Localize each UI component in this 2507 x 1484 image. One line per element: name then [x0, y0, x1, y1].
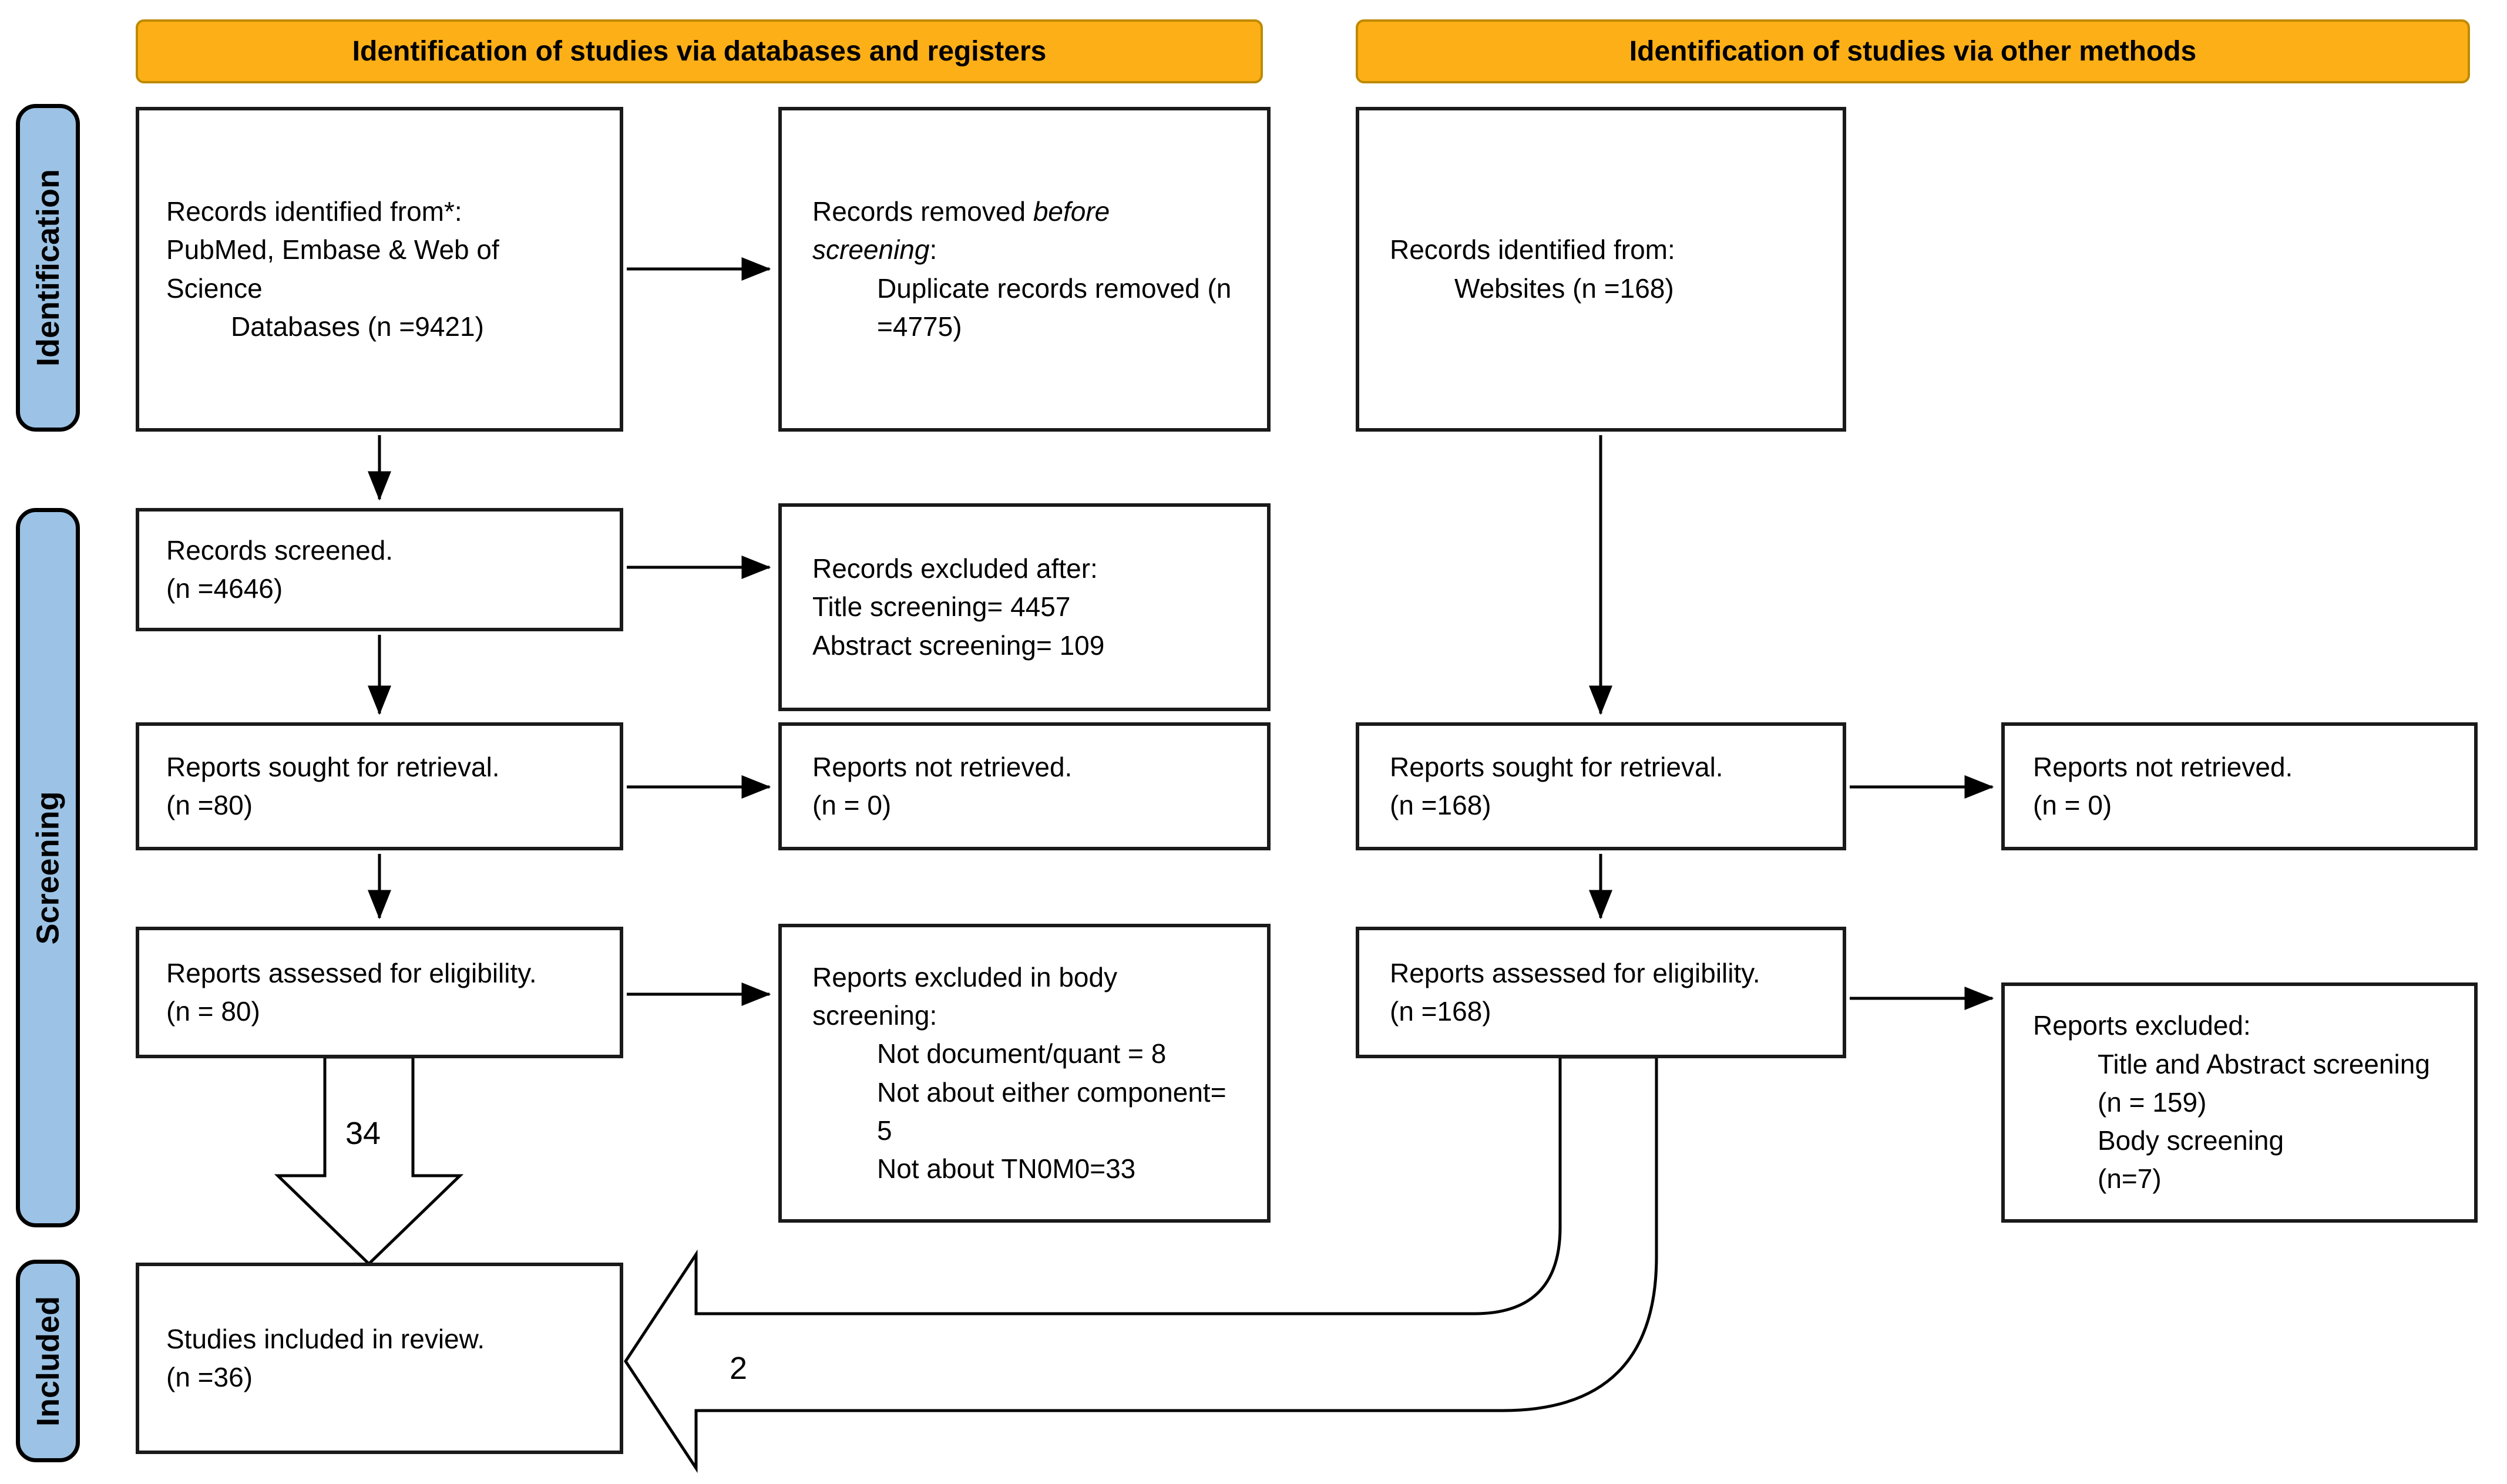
- stage-label-screening-text: Screening: [30, 790, 66, 945]
- box-text-line: Not about TN0M0=33: [877, 1153, 1136, 1184]
- box-text-line: Reports not retrieved.: [812, 751, 1073, 782]
- box-text-line: (n = 80): [166, 996, 260, 1027]
- box-text-line: (n = 159): [2098, 1086, 2207, 1118]
- stage-label-identification: Identification: [16, 104, 80, 432]
- box-text-line: Title screening= 4457: [812, 591, 1071, 622]
- stage-label-included-text: Included: [30, 1295, 66, 1426]
- box-text-line: Reports assessed for eligibility.: [166, 957, 537, 988]
- box-records-identified-databases: Records identified from*: PubMed, Embase …: [136, 107, 623, 432]
- box-text-line: Websites (n =168): [1454, 272, 1674, 304]
- box-text-line: Reports assessed for eligibility.: [1390, 957, 1760, 988]
- box-text-line: Reports sought for retrieval.: [166, 751, 500, 782]
- box-text-line: Abstract screening= 109: [812, 630, 1105, 661]
- box-reports-excluded-body-screening: Reports excluded in body screening: Not do…: [778, 924, 1271, 1223]
- box-text-line: Databases (n =9421): [231, 311, 484, 342]
- box-text-line: Title and Abstract screening: [2098, 1048, 2430, 1079]
- box-reports-sought-databases: Reports sought for retrieval. (n =80): [136, 722, 623, 850]
- box-text-line: Not document/quant = 8: [877, 1038, 1167, 1069]
- box-text-line: Reports excluded in body: [812, 961, 1118, 992]
- box-text-line: 5: [877, 1115, 892, 1146]
- box-reports-not-retrieved-databases: Reports not retrieved. (n = 0): [778, 722, 1271, 850]
- stage-label-included: Included: [16, 1260, 80, 1462]
- box-text-line: (n =80): [166, 790, 253, 820]
- stage-label-identification-text: Identification: [30, 169, 66, 366]
- banner-databases-registers: Identification of studies via databases …: [136, 19, 1263, 83]
- box-text-line: (n=7): [2098, 1163, 2162, 1194]
- box-text-line: (n = 0): [812, 790, 892, 820]
- box-text-line: Studies included in review.: [166, 1323, 485, 1354]
- box-reports-sought-other: Reports sought for retrieval. (n =168): [1356, 722, 1846, 850]
- box-text-line: Records excluded after:: [812, 553, 1098, 584]
- box-text-line: (n =168): [1390, 790, 1491, 820]
- box-text-line: Records identified from:: [1390, 234, 1675, 265]
- box-text-line: Body screening: [2098, 1125, 2284, 1156]
- box-reports-assessed-databases: Reports assessed for eligibility. (n = 80…: [136, 927, 623, 1058]
- box-text-line: Records identified from*:: [166, 196, 462, 227]
- box-text-line: Duplicate records removed (n: [877, 272, 1232, 304]
- box-text-line: (n =4646): [166, 573, 283, 604]
- box-records-screened: Records screened. (n =4646): [136, 508, 623, 631]
- box-reports-excluded-other: Reports excluded: Title and Abstract scre…: [2001, 982, 2478, 1223]
- stage-label-screening: Screening: [16, 508, 80, 1227]
- box-text-line: Records removed before: [812, 196, 1110, 227]
- curved-arrow-count-2: 2: [730, 1351, 747, 1386]
- box-studies-included: Studies included in review. (n =36): [136, 1263, 623, 1454]
- box-text-line: Reports not retrieved.: [2033, 751, 2293, 782]
- block-arrow-included-from-db: [274, 1055, 464, 1266]
- box-reports-not-retrieved-other: Reports not retrieved. (n = 0): [2001, 722, 2478, 850]
- box-records-identified-websites: Records identified from: Websites (n =168…: [1356, 107, 1846, 432]
- banner-other-methods: Identification of studies via other meth…: [1356, 19, 2470, 83]
- box-text-line: (n = 0): [2033, 790, 2112, 820]
- box-text-line: (n =36): [166, 1362, 253, 1392]
- box-text-line: (n =168): [1390, 996, 1491, 1027]
- box-reports-assessed-other: Reports assessed for eligibility. (n =168…: [1356, 927, 1846, 1058]
- box-text-line: Science: [166, 272, 263, 304]
- box-text-line: =4775): [877, 311, 962, 342]
- box-records-removed-before-screening: Records removed before screening: Duplicat…: [778, 107, 1271, 432]
- box-text-line: Not about either component=: [877, 1076, 1226, 1108]
- box-text-line: Reports sought for retrieval.: [1390, 751, 1723, 782]
- box-text-line: screening:: [812, 234, 937, 265]
- box-text-line: Records screened.: [166, 534, 394, 566]
- box-text-line: PubMed, Embase & Web of: [166, 234, 499, 265]
- block-arrow-count-34: 34: [345, 1116, 381, 1151]
- box-text-line: screening:: [812, 1000, 937, 1031]
- box-text-line: Reports excluded:: [2033, 1010, 2251, 1041]
- box-records-excluded-after: Records excluded after: Title screening= …: [778, 503, 1271, 711]
